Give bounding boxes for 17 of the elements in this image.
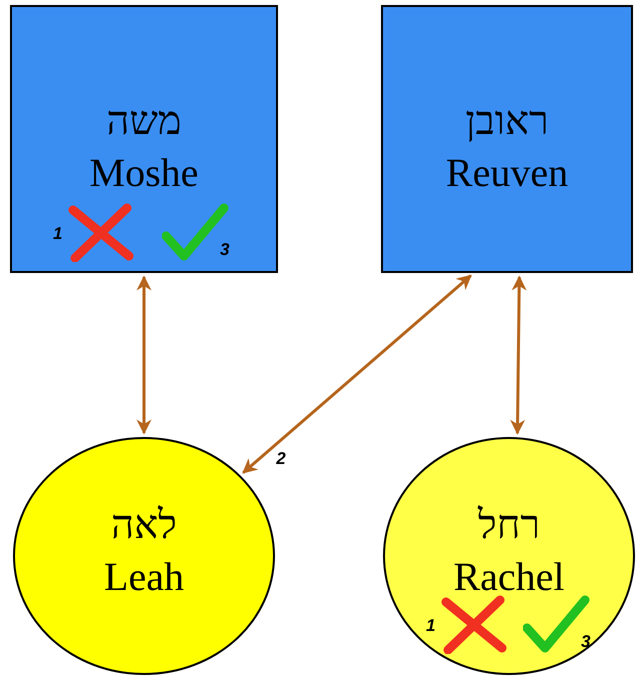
callout-number: 3 — [581, 632, 590, 652]
hebrew-name: ראובן — [465, 97, 549, 145]
hebrew-name: לאה — [111, 501, 177, 549]
double-arrow — [510, 276, 527, 435]
callout-number: 1 — [426, 616, 436, 636]
double-arrow — [136, 276, 152, 434]
person-box — [10, 5, 278, 273]
english-name: Rachel — [453, 553, 565, 601]
hebrew-name: רחל — [478, 501, 540, 549]
double-arrow — [242, 274, 472, 474]
person-box — [381, 5, 633, 273]
english-name: Reuven — [446, 149, 568, 197]
hebrew-name: משה — [106, 97, 182, 145]
english-name: Moshe — [90, 149, 198, 197]
callout-number: 3 — [220, 240, 230, 260]
callout-number: 1 — [53, 224, 62, 244]
english-name: Leah — [104, 553, 184, 601]
